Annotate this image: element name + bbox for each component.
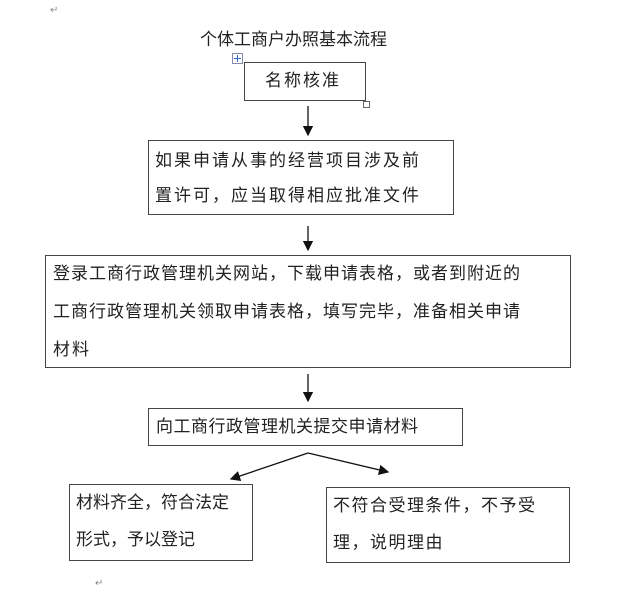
- step-text: 工商行政管理机关领取申请表格，填写完毕，准备相关申请: [53, 302, 521, 322]
- step-text: 向工商行政管理机关提交申请材料: [156, 417, 419, 437]
- step-accepted: 材料齐全，符合法定 形式，予以登记: [69, 484, 253, 561]
- arrow-accepted: [229, 452, 309, 482]
- paragraph-mark: ↵: [50, 5, 59, 16]
- step-pre-permit: 如果申请从事的经营项目涉及前 置许可，应当取得相应批准文件: [148, 140, 454, 215]
- step-text: 材料齐全，符合法定: [76, 493, 229, 513]
- step-text: 形式，予以登记: [76, 530, 195, 550]
- step-text: 如果申请从事的经营项目涉及前: [155, 151, 421, 171]
- table-move-handle-icon[interactable]: [232, 53, 243, 64]
- step-prepare-forms: 登录工商行政管理机关网站，下载申请表格，或者到附近的 工商行政管理机关领取申请表…: [45, 255, 571, 368]
- step-text: 材料: [53, 340, 91, 360]
- step-text: 登录工商行政管理机关网站，下载申请表格，或者到附近的: [53, 264, 521, 284]
- step-name-approval: 名称核准: [244, 62, 366, 101]
- step-text: 名称核准: [265, 71, 341, 91]
- arrow-rejected: [307, 452, 390, 475]
- step-text: 理，说明理由: [333, 533, 444, 553]
- page-title: 个体工商户办照基本流程: [200, 30, 387, 50]
- step-submit: 向工商行政管理机关提交申请材料: [148, 408, 463, 446]
- step-rejected: 不符合受理条件，不予受 理，说明理由: [326, 487, 570, 563]
- step-text: 不符合受理条件，不予受: [333, 496, 537, 516]
- step-text: 置许可，应当取得相应批准文件: [155, 186, 421, 206]
- paragraph-mark: ↵: [95, 578, 104, 589]
- resize-handle[interactable]: [363, 101, 370, 108]
